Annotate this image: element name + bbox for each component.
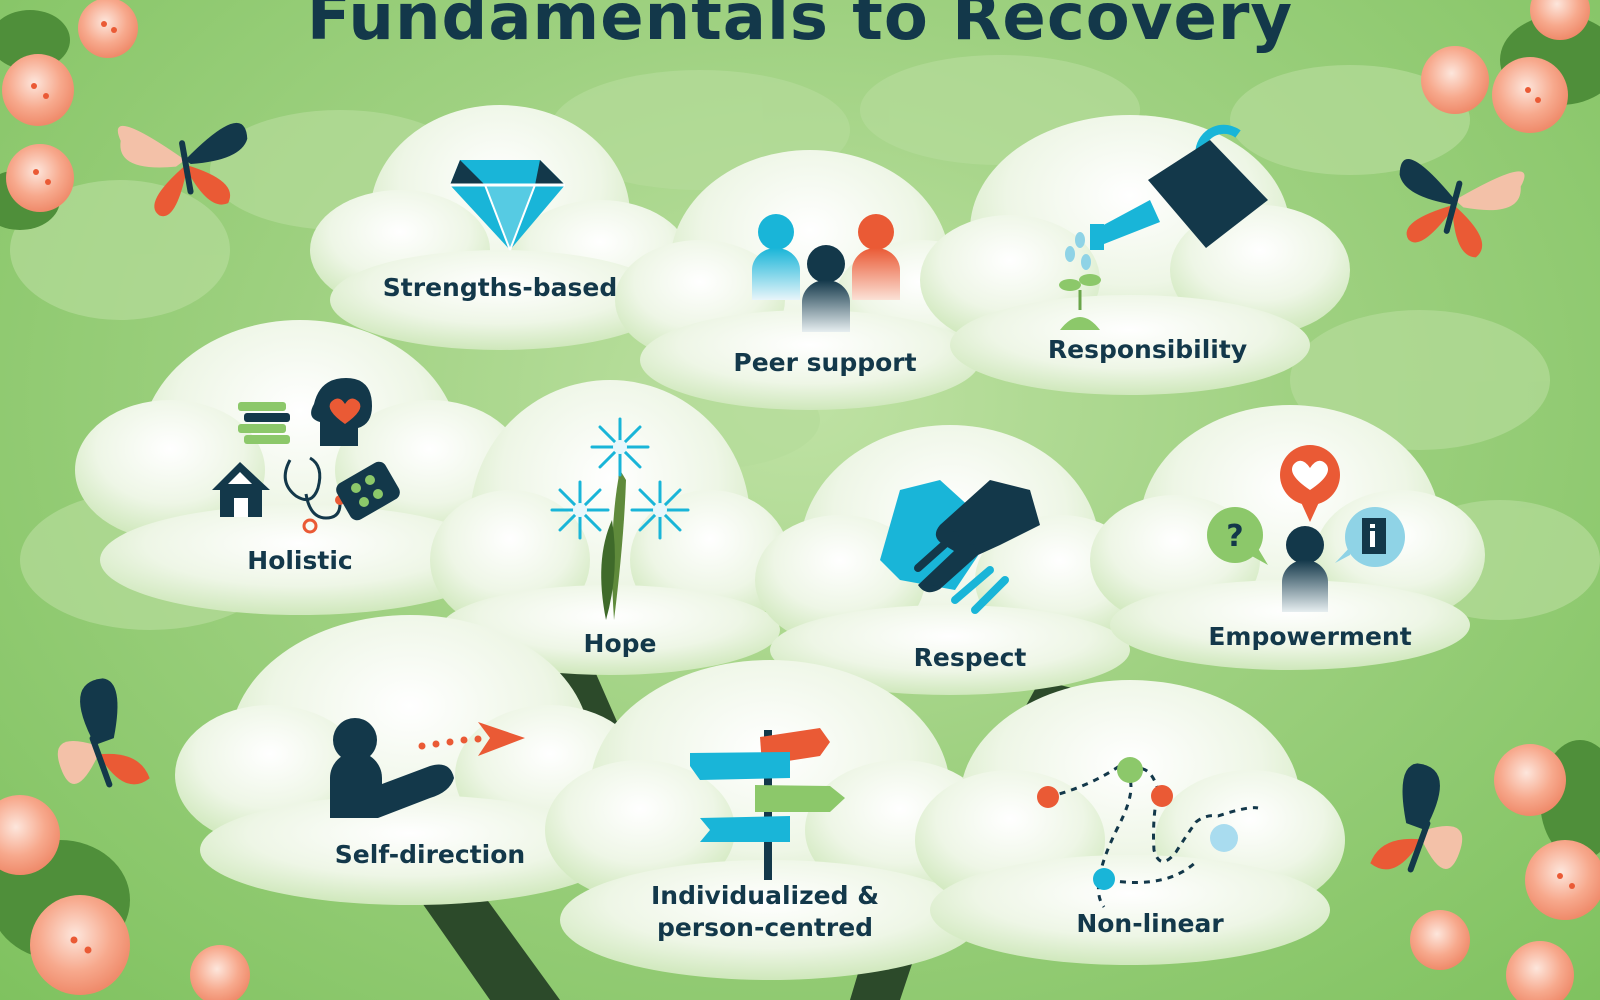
butterfly-top-left bbox=[117, 123, 248, 217]
cloud-self-direction bbox=[175, 615, 645, 905]
three-people-icon bbox=[752, 214, 900, 332]
cloud-shapes bbox=[75, 105, 1485, 980]
house-icon bbox=[212, 462, 270, 517]
books-icon bbox=[238, 402, 290, 444]
heart-bubble-icon bbox=[1280, 445, 1340, 522]
cloud-nonlinear bbox=[915, 680, 1345, 965]
person-speech-bubbles-icon: ? bbox=[1207, 445, 1405, 612]
head-heart-icon bbox=[311, 378, 372, 446]
principle-label-responsibility: Responsibility bbox=[1047, 335, 1248, 364]
butterfly-bottom-left bbox=[57, 678, 150, 788]
holistic-cluster-icon bbox=[212, 378, 400, 534]
principle-label-individualized-line2: person-centred bbox=[656, 913, 874, 942]
principle-label-strengths-based: Strengths-based bbox=[382, 273, 618, 302]
principle-label-self-direction: Self-direction bbox=[334, 840, 526, 869]
handshake-icon bbox=[880, 480, 1040, 614]
butterfly-bottom-right bbox=[1370, 763, 1463, 873]
watering-can-icon bbox=[1059, 124, 1268, 330]
principle-label-empowerment: Empowerment bbox=[1208, 622, 1412, 651]
principle-label-peer-support: Peer support bbox=[733, 348, 917, 377]
question-bubble-icon: ? bbox=[1207, 507, 1268, 565]
butterfly-top-right bbox=[1399, 159, 1525, 258]
cloud-empowerment bbox=[1090, 405, 1485, 670]
winding-path-icon bbox=[1037, 757, 1259, 908]
principle-label-individualized: Individualized & person-centred bbox=[630, 880, 900, 944]
principle-label-hope: Hope bbox=[583, 629, 657, 658]
stethoscope-icon bbox=[283, 456, 345, 534]
cloud-strengths bbox=[310, 105, 690, 350]
principle-label-holistic: Holistic bbox=[247, 546, 353, 575]
signpost-icon bbox=[690, 728, 845, 880]
principle-label-respect: Respect bbox=[913, 643, 1027, 672]
principle-label-individualized-line1: Individualized & bbox=[650, 881, 880, 910]
principle-label-non-linear: Non-linear bbox=[1076, 909, 1224, 938]
cloud-hope bbox=[430, 380, 790, 675]
info-bubble-icon bbox=[1335, 507, 1405, 567]
blue-flowers-icon bbox=[550, 417, 690, 620]
page-title: Fundamentals to Recovery bbox=[306, 0, 1294, 55]
pills-icon bbox=[336, 461, 400, 521]
diamond-icon bbox=[450, 160, 565, 251]
svg-text:?: ? bbox=[1226, 519, 1243, 554]
person-pointing-arrow-icon bbox=[330, 718, 525, 818]
